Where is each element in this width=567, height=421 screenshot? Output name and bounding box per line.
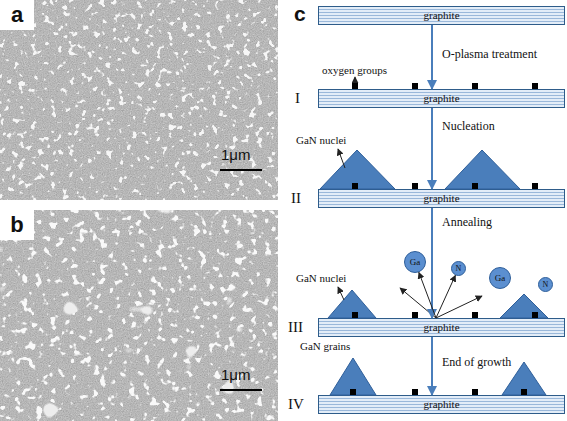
atom-circle: N [451,261,466,276]
callout-label: GaN nuclei [296,134,346,146]
gan-nucleus [500,294,548,318]
sem-particles [0,210,278,421]
oxygen-group [532,312,538,318]
gan-nucleus [445,150,520,189]
atom-circle: Ga [489,267,511,289]
sem-particles [0,0,278,200]
desorption-arrow [400,288,436,318]
step-label: Nucleation [442,120,495,133]
gan-grain [330,358,376,395]
step-label: Annealing [442,216,492,229]
scale-label: 1μm [221,367,250,384]
atom-circle: Ga [404,251,426,273]
graphite-layer: graphite [318,6,565,25]
scale-bar [220,389,262,391]
oxygen-group [532,83,538,89]
process-arrow [431,208,433,318]
oxygen-group [412,183,418,189]
graphite-layer: graphite [318,189,565,208]
oxygen-group [472,389,478,395]
callout-label: GaN grains [300,340,350,352]
oxygen-group [350,389,356,395]
oxygen-group [472,312,478,318]
sem-particles [0,210,278,421]
desorption-arrow [419,272,436,318]
stage-numeral: I [295,90,300,107]
stage-numeral: IV [288,396,304,413]
step-label: End of growth [442,356,511,369]
layer-label: graphite [423,399,459,410]
gan-grain [502,362,546,395]
graphite-layer: graphite [318,318,565,337]
oxygen-group [412,83,418,89]
gan-nucleus [328,290,376,318]
edge-layer [419,25,456,395]
oxygen-groups [350,83,538,395]
layer-label: graphite [423,93,459,104]
oxygen-group [521,389,527,395]
process-arrow [431,337,433,395]
atom-label: Ga [495,274,506,283]
stage-numeral: II [291,190,301,207]
oxygen-group [412,312,418,318]
panel-letter: a [0,0,34,30]
atom-label: Ga [410,258,421,267]
scale-label: 1μm [221,147,250,164]
desorption-arrow [436,296,482,318]
panel-letter: c [294,2,306,25]
process-arrow [431,25,433,89]
atom-label: N [543,281,549,289]
oxygen-group [532,183,538,189]
scale-bar [220,169,262,171]
oxygen-group [472,83,478,89]
process-arrow [431,108,433,189]
oxygen-group [352,183,358,189]
atom-circle: N [538,277,553,292]
oxygen-group [472,183,478,189]
oxygen-group [352,83,358,89]
leader-arrow [338,287,344,300]
panel-letter: b [0,210,34,240]
oxygen-group [352,312,358,318]
callout-label: GaN nuclei [296,272,346,284]
leader-arrow [338,149,345,168]
layer-label: graphite [423,322,459,333]
leader-arrow [355,77,356,83]
step-label: O-plasma treatment [442,48,537,61]
atom-label: N [456,265,462,273]
layer-label: graphite [423,10,459,21]
callout-label: oxygen groups [322,64,387,76]
desorption-arrow [436,275,455,318]
sem-image [0,210,278,421]
gan-nucleus [320,150,395,189]
layer-label: graphite [423,193,459,204]
sem-image [0,0,278,200]
stage-numeral: III [288,319,303,336]
graphite-layer: graphite [318,89,565,108]
oxygen-group [412,389,418,395]
graphite-layer: graphite [318,395,565,414]
